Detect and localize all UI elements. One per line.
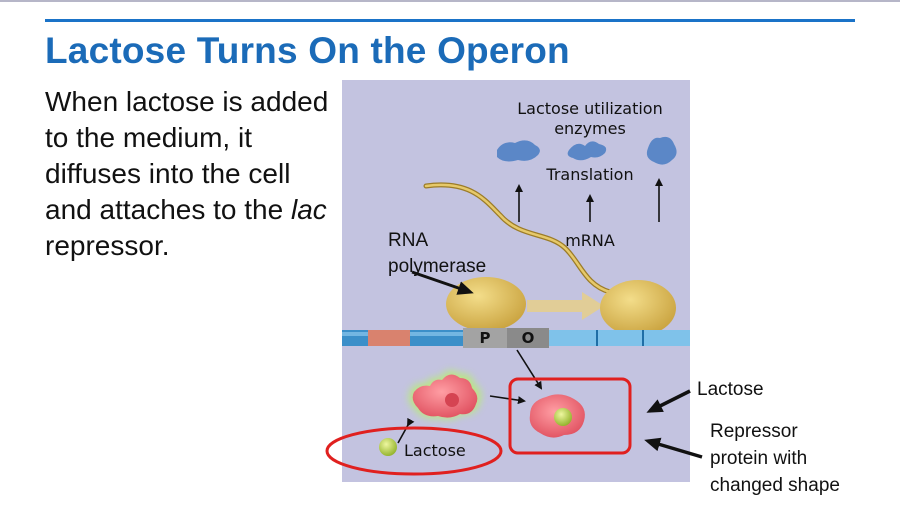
body-text-part2: repressor. [45, 230, 170, 261]
repressor-callout-arrow [644, 437, 703, 459]
polymerase-motion-arrow [527, 292, 604, 320]
rna-polymerase-label-line1: RNA [388, 230, 428, 251]
operator-label: O [522, 329, 535, 347]
lactose-callout-label: Lactose [697, 379, 764, 400]
dna-repressor-gene [368, 330, 410, 346]
lactose-molecule [379, 438, 397, 456]
promoter-label: P [480, 329, 491, 347]
repressor-callout-line1: Repressor [710, 421, 798, 442]
enzyme-blob-3 [646, 136, 677, 165]
repressor-callout-label: Repressor protein with changed shape [710, 418, 840, 499]
enzyme-blob-2 [567, 141, 607, 161]
lactose-inner-label: Lactose [404, 441, 466, 460]
dna-promoter [463, 328, 507, 348]
slide-title: Lactose Turns On the Operon [45, 30, 570, 71]
body-text: When lactose is added to the medium, it … [45, 84, 335, 264]
rna-polymerase-pointer [411, 270, 474, 295]
dna-lac-genes [549, 330, 690, 346]
enzyme-blob-1 [497, 140, 540, 162]
title-rule [45, 19, 855, 22]
repressor-callout-line3: changed shape [710, 475, 840, 496]
bound-lactose [554, 408, 572, 426]
operator-release-arrow [516, 349, 543, 390]
dna-operator [507, 328, 549, 348]
rna-polymerase-label-line2: polymerase [388, 256, 486, 277]
repressor-highlight-box [508, 377, 632, 455]
enzymes-label-line2: enzymes [554, 119, 626, 138]
lactose-callout-arrow [646, 389, 691, 413]
repressor-change-arrow [489, 395, 526, 405]
mrna-label: mRNA [565, 231, 615, 250]
body-text-italic: lac [290, 194, 327, 225]
lactose-highlight-ellipse [325, 426, 503, 476]
rna-polymerase-right [600, 280, 676, 336]
body-text-part1: When lactose is added to the medium, it … [45, 86, 329, 225]
translation-label: Translation [545, 165, 633, 184]
top-border [0, 0, 900, 2]
rna-polymerase-left [446, 277, 526, 331]
enzymes-label-line1: Lactose utilization [517, 99, 662, 118]
repressor-callout-line2: protein with [710, 448, 808, 469]
repressor-protein [412, 374, 478, 418]
